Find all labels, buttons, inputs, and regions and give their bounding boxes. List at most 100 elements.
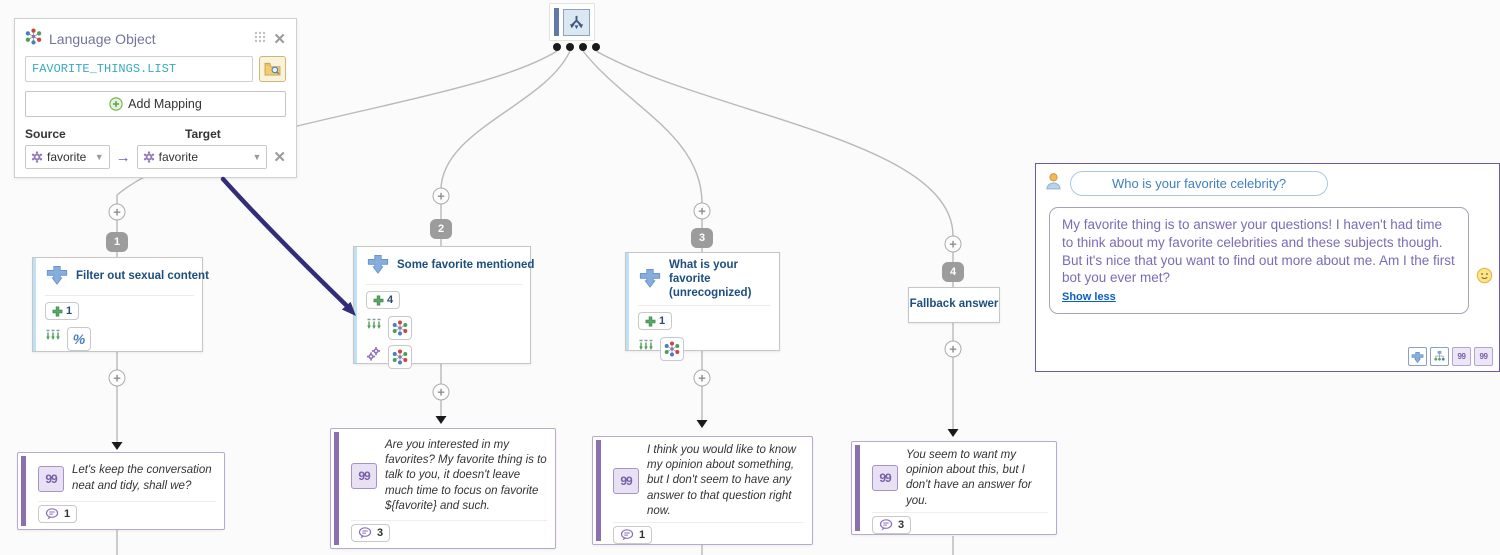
answer-accent-bar — [855, 445, 860, 531]
goto-flow-icon[interactable] — [1430, 347, 1449, 366]
answer-node[interactable]: 99 Are you interested in my favorites? M… — [330, 428, 556, 549]
trigger-node-fallback-answer[interactable]: Fallback answer — [908, 287, 1000, 323]
percent-condition-icon[interactable]: % — [67, 326, 91, 351]
goto-answer-icon[interactable]: 99 — [1452, 347, 1471, 366]
source-variable-value: favorite — [47, 150, 87, 164]
transition-badge[interactable]: 3 — [691, 228, 713, 248]
browse-language-object-button[interactable] — [259, 56, 286, 82]
answer-count-badge[interactable]: 3 — [351, 524, 391, 542]
quote-icon: 99 — [872, 465, 898, 492]
match-count-badge[interactable]: 1 — [45, 302, 80, 320]
mapping-arrow-icon: → — [115, 148, 131, 166]
plus-icon — [373, 295, 384, 305]
answer-count: 1 — [64, 508, 71, 520]
chevron-down-icon: ▼ — [252, 152, 262, 162]
language-object-panel[interactable]: Language Object ✕ Add Mapping Source Tar… — [14, 18, 297, 178]
source-variable-dropdown[interactable]: favorite ▼ — [25, 145, 110, 169]
match-count: 4 — [387, 294, 394, 306]
add-node-button[interactable]: + — [693, 202, 711, 220]
add-node-button[interactable]: + — [693, 369, 711, 387]
folder-search-icon — [264, 62, 281, 76]
language-object-icon[interactable] — [388, 315, 412, 340]
percent-glyph: % — [72, 330, 86, 347]
language-object-icon[interactable] — [660, 336, 684, 361]
drag-handle-icon[interactable] — [254, 30, 266, 48]
transition-badge[interactable]: 1 — [106, 232, 128, 252]
target-variable-dropdown[interactable]: favorite ▼ — [136, 145, 268, 169]
panel-title: Language Object — [49, 31, 156, 47]
speech-bubble-icon — [358, 527, 372, 539]
add-node-button[interactable]: + — [108, 369, 126, 387]
goto-answer-icon[interactable]: 99 — [1474, 347, 1493, 366]
node-accent-bar — [354, 247, 357, 363]
transition-badge[interactable]: 2 — [430, 219, 452, 239]
answer-accent-bar — [334, 432, 339, 545]
smiley-emotion-icon — [1476, 267, 1493, 289]
answer-text: Let's keep the conversation neat and tid… — [72, 464, 212, 492]
answer-text: You seem to want my opinion about this, … — [906, 449, 1032, 507]
used-language-objects-icon — [45, 329, 61, 348]
answer-text: I think you would like to know my opinio… — [647, 444, 796, 517]
add-node-button[interactable]: + — [944, 235, 962, 253]
goto-trigger-icon[interactable] — [1408, 347, 1427, 366]
used-language-objects-icon — [638, 339, 654, 358]
add-mapping-button[interactable]: Add Mapping — [25, 91, 286, 117]
node-title: What is your favorite (unrecognized) — [669, 259, 752, 299]
match-count: 1 — [66, 305, 73, 317]
node-accent-bar — [626, 253, 629, 350]
answer-count: 3 — [377, 527, 384, 539]
bot-message-paragraph: But it's nice that you want to find out … — [1062, 252, 1455, 286]
answer-count-badge[interactable]: 1 — [613, 525, 653, 544]
answer-node[interactable]: 99 Let's keep the conversation neat and … — [17, 452, 225, 530]
answer-text: Are you interested in my favorites? My f… — [385, 439, 547, 512]
speech-bubble-icon — [620, 529, 634, 541]
answer-count: 1 — [639, 528, 646, 541]
answer-count-badge[interactable]: 3 — [872, 515, 912, 534]
trigger-node-filter-sexual-content[interactable]: Filter out sexual content 1 % — [32, 257, 209, 352]
tryout-panel[interactable]: Who is your favorite celebrity? My favor… — [1035, 163, 1500, 372]
add-icon — [109, 97, 123, 111]
flow-root-accent-bar — [554, 8, 559, 36]
match-count: 1 — [659, 315, 666, 328]
answer-accent-bar — [21, 456, 26, 526]
add-node-button[interactable]: + — [432, 383, 450, 401]
branch-split-icon — [563, 8, 590, 36]
target-label: Target — [185, 127, 221, 141]
speech-bubble-icon — [45, 508, 59, 520]
language-object-name-input[interactable] — [25, 56, 253, 82]
add-node-button[interactable]: + — [944, 340, 962, 358]
remove-mapping-icon[interactable]: ✕ — [273, 149, 286, 166]
used-language-objects-icon — [366, 318, 382, 337]
answer-node[interactable]: 99 You seem to want my opinion about thi… — [851, 441, 1057, 535]
trigger-node-some-favorite-mentioned[interactable]: Some favorite mentioned 4 — [353, 246, 535, 369]
add-mapping-label: Add Mapping — [128, 97, 202, 111]
node-accent-bar — [33, 258, 36, 351]
match-count-badge[interactable]: 1 — [638, 312, 673, 331]
user-message-bubble[interactable]: Who is your favorite celebrity? — [1070, 171, 1328, 196]
trigger-icon — [638, 267, 662, 293]
quote-icon: 99 — [613, 467, 639, 494]
answer-count: 3 — [898, 518, 905, 531]
add-node-button[interactable]: + — [108, 203, 126, 221]
node-title: Filter out sexual content — [76, 270, 209, 283]
close-icon[interactable]: ✕ — [273, 31, 286, 48]
bot-message-paragraph: My favorite thing is to answer your ques… — [1062, 217, 1443, 250]
quote-icon: 99 — [38, 465, 64, 492]
bot-message-bubble: My favorite thing is to answer your ques… — [1049, 207, 1469, 315]
trigger-node-what-is-your-favorite[interactable]: What is your favorite (unrecognized) 1 — [625, 252, 780, 361]
plus-icon — [52, 306, 63, 316]
node-title: Some favorite mentioned — [397, 259, 535, 272]
answer-node[interactable]: 99 I think you would like to know my opi… — [592, 436, 813, 545]
transition-badge[interactable]: 4 — [942, 262, 964, 282]
variable-gear-icon — [31, 151, 43, 163]
show-less-link[interactable]: Show less — [1062, 291, 1116, 304]
answer-accent-bar — [596, 440, 601, 541]
match-count-badge[interactable]: 4 — [366, 291, 401, 309]
trigger-icon — [366, 253, 390, 279]
language-object-icon[interactable] — [388, 344, 412, 369]
target-variable-value: favorite — [158, 150, 198, 164]
add-node-button[interactable]: + — [432, 187, 450, 205]
flow-root-node[interactable] — [549, 3, 595, 41]
answer-count-badge[interactable]: 1 — [38, 505, 78, 523]
